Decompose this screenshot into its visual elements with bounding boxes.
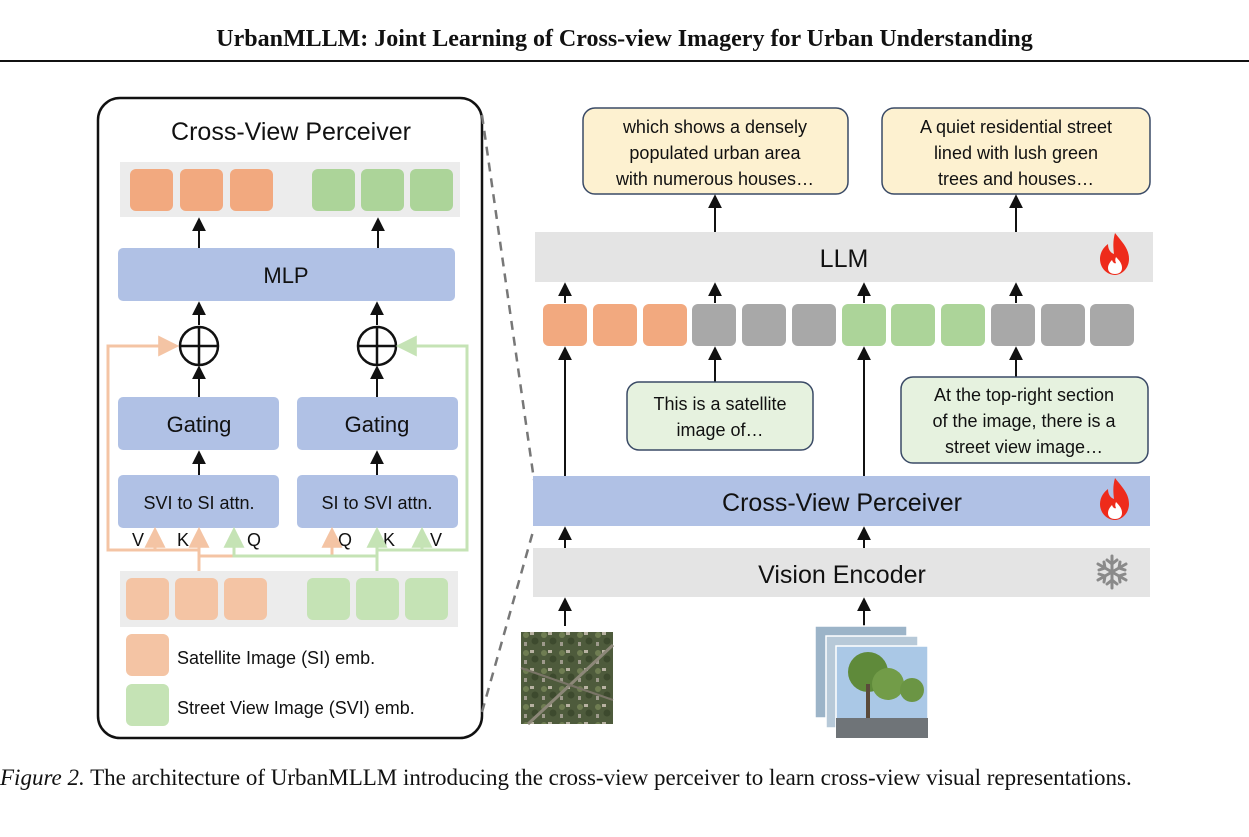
encoder-label: Vision Encoder (758, 561, 926, 589)
gating-label: Gating (345, 412, 410, 437)
svi-token (312, 169, 355, 211)
svg-text:populated urban area: populated urban area (629, 143, 801, 163)
text-token (991, 304, 1035, 346)
svg-text:trees and houses…: trees and houses… (938, 169, 1094, 189)
svi-token (410, 169, 453, 211)
zoom-line (480, 114, 536, 481)
svi-token (361, 169, 404, 211)
legend-si-label: Satellite Image (SI) emb. (177, 648, 375, 668)
attn-label: SI to SVI attn. (321, 493, 432, 513)
legend-svi-swatch (126, 684, 169, 726)
output-text-right (881, 107, 1151, 195)
add-operator-icon (356, 325, 398, 367)
mlp-label: MLP (263, 263, 308, 288)
vision-encoder-block (533, 548, 1150, 597)
si-token (643, 304, 687, 346)
fire-icon (1100, 233, 1129, 275)
prompt-text-left (626, 381, 814, 451)
panel-title: Cross-View Perceiver (171, 118, 411, 146)
gating-block-right (297, 397, 458, 450)
legend-svi-label: Street View Image (SVI) emb. (177, 698, 415, 718)
key-label: K (383, 530, 395, 550)
svi-token (891, 304, 935, 346)
text-token (742, 304, 786, 346)
llm-label: LLM (820, 245, 869, 273)
header-rule (0, 60, 1249, 62)
text-token (692, 304, 736, 346)
paper-running-title: UrbanMLLM: Joint Learning of Cross-view … (216, 26, 1033, 52)
si-token (230, 169, 273, 211)
text-token (1090, 304, 1134, 346)
si-token (543, 304, 587, 346)
svi-token (842, 304, 886, 346)
caption-text: The architecture of UrbanMLLM introducin… (84, 765, 1132, 790)
gating-block-left (118, 397, 279, 450)
attn-label: SVI to SI attn. (143, 493, 254, 513)
llm-block (535, 232, 1153, 282)
mlp-block (118, 248, 455, 301)
legend-si-swatch (126, 634, 169, 676)
caption-label: Figure 2. (0, 765, 85, 790)
fire-icon (1100, 478, 1129, 520)
svg-text:image of…: image of… (676, 420, 763, 440)
snowflake-icon (1096, 554, 1128, 590)
svi-token (307, 578, 350, 620)
svg-text:with numerous houses…: with numerous houses… (615, 169, 814, 189)
si-token (593, 304, 637, 346)
query-label: Q (247, 530, 261, 550)
gating-label: Gating (167, 412, 232, 437)
si-to-svi-attention-block (297, 475, 458, 528)
svi-token (405, 578, 448, 620)
architecture-figure: Cross-View Perceiver MLP (96, 96, 1153, 740)
si-token (224, 578, 267, 620)
key-label: K (177, 530, 189, 550)
si-token (180, 169, 223, 211)
svg-text:of the image, there is a: of the image, there is a (932, 411, 1116, 431)
text-token (792, 304, 836, 346)
svg-text:A quiet residential street: A quiet residential street (920, 117, 1112, 137)
pipeline: which shows a densely populated urban ar… (520, 107, 1153, 739)
output-text-left (582, 107, 849, 195)
svi-token (941, 304, 985, 346)
svg-text:which shows a densely: which shows a densely (622, 117, 807, 137)
svg-text:street view image…: street view image… (945, 437, 1103, 457)
figure-caption: Figure 2. The architecture of UrbanMLLM … (0, 765, 1249, 791)
prompt-text-right (900, 376, 1149, 464)
street-view-images (814, 625, 929, 739)
svg-text:This is a satellite: This is a satellite (653, 394, 786, 414)
perceiver-detail-panel: Cross-View Perceiver MLP (96, 96, 484, 740)
value-label: V (430, 530, 442, 550)
query-label: Q (338, 530, 352, 550)
svg-text:At the top-right section: At the top-right section (934, 385, 1114, 405)
perceiver-label: Cross-View Perceiver (722, 489, 962, 517)
si-token (126, 578, 169, 620)
text-token (1041, 304, 1085, 346)
svi-to-si-attention-block (118, 475, 279, 528)
satellite-image (520, 632, 615, 726)
add-operator-icon (178, 325, 220, 367)
cross-view-perceiver-block (533, 476, 1150, 526)
svi-token (356, 578, 399, 620)
value-label: V (132, 530, 144, 550)
svg-text:lined with lush green: lined with lush green (934, 143, 1098, 163)
si-token (130, 169, 173, 211)
si-token (175, 578, 218, 620)
